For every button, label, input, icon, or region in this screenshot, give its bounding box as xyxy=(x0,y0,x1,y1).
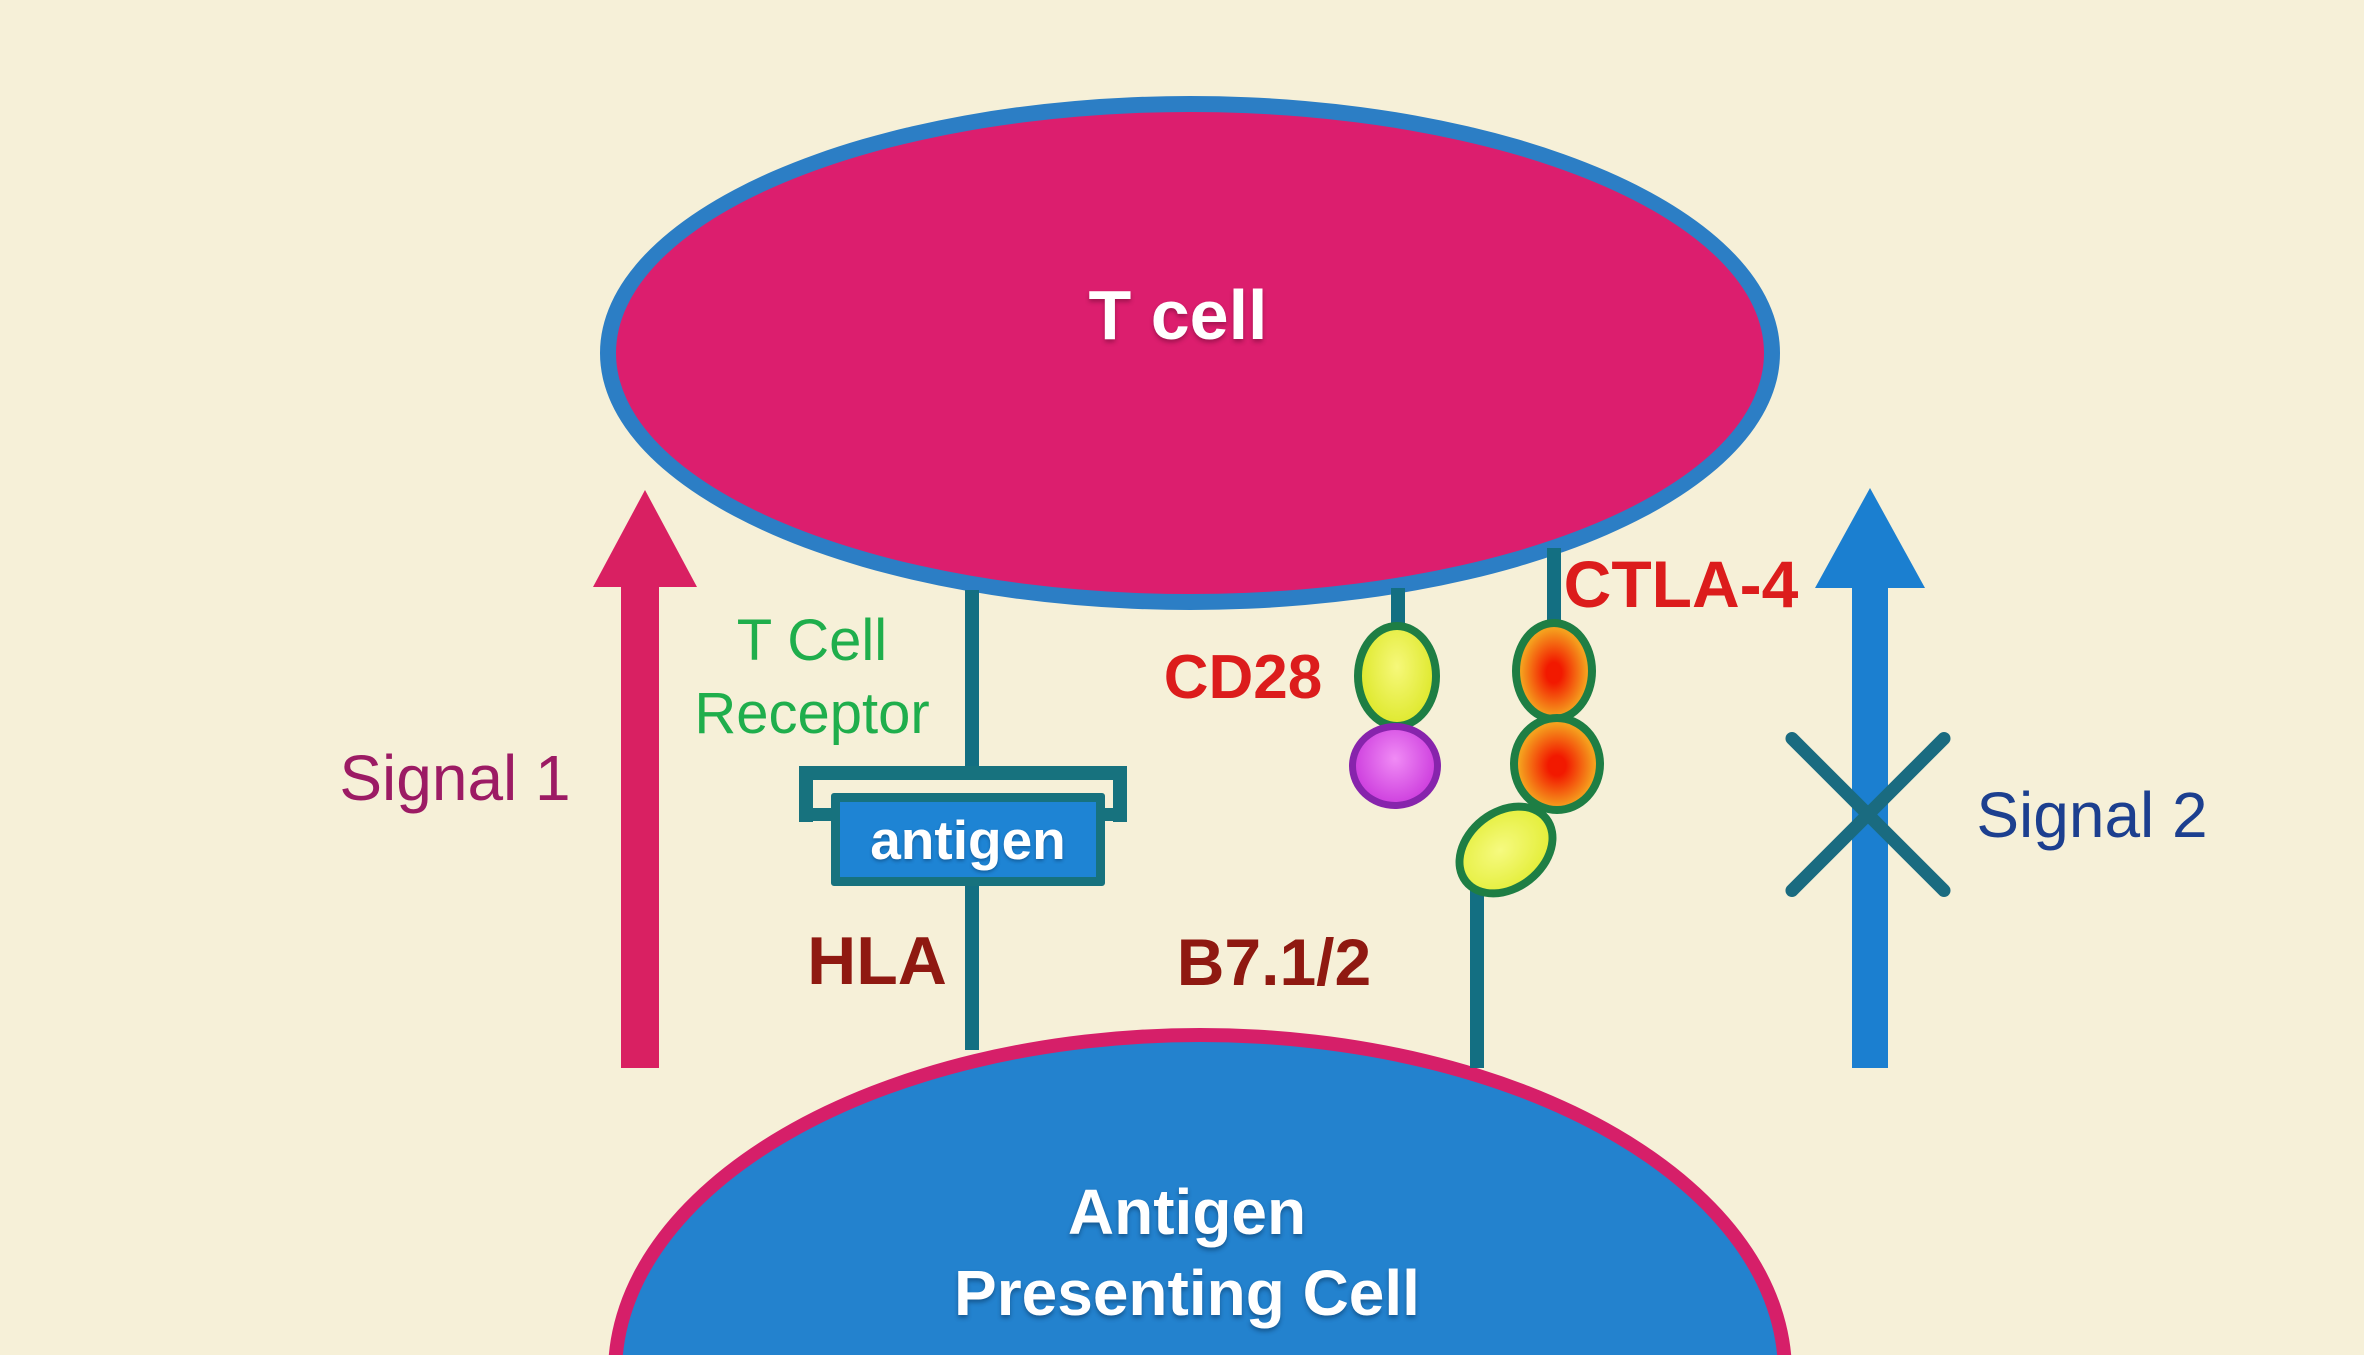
signal2-label: Signal 2 xyxy=(1976,779,2208,851)
hla-label: HLA xyxy=(807,923,947,999)
apc-label-line2: Presenting Cell xyxy=(954,1257,1420,1329)
signal2-arrow-head xyxy=(1815,488,1925,588)
tcr-clamp-bar xyxy=(799,766,1127,780)
apc-label-line1: Antigen xyxy=(1067,1176,1307,1248)
t-cell-receptor-label: T Cell Receptor xyxy=(612,604,1012,750)
tcr-label-line2: Receptor xyxy=(694,681,930,746)
antigen-box: antigen xyxy=(831,793,1105,886)
tcr-connector-line xyxy=(965,590,979,770)
tcr-label-line1: T Cell xyxy=(736,608,888,673)
ctla4-label: CTLA-4 xyxy=(1563,547,1799,621)
signal1-label: Signal 1 xyxy=(339,742,571,814)
antigen-label: antigen xyxy=(870,808,1066,871)
cd28-ligand-ball xyxy=(1349,723,1441,809)
b7-connector-line xyxy=(1470,878,1484,1068)
tcr-clamp-left-foot xyxy=(799,808,835,821)
t-cell-label: T cell xyxy=(1088,276,1268,354)
signal1-arrow-shaft xyxy=(621,585,659,1068)
ctla4-domain-bottom-oval xyxy=(1510,714,1604,814)
signal1-arrow-head xyxy=(593,490,697,587)
cd28-connector-line xyxy=(1391,588,1405,632)
ctla4-connector-line xyxy=(1547,548,1561,626)
hla-connector-line xyxy=(965,884,979,1050)
ctla4-domain-top-oval xyxy=(1512,619,1596,723)
antigen-presenting-cell-label: Antigen Presenting Cell xyxy=(787,1172,1587,1334)
b7-1-2-label: B7.1/2 xyxy=(1176,925,1372,999)
cd28-label: CD28 xyxy=(1163,643,1323,712)
